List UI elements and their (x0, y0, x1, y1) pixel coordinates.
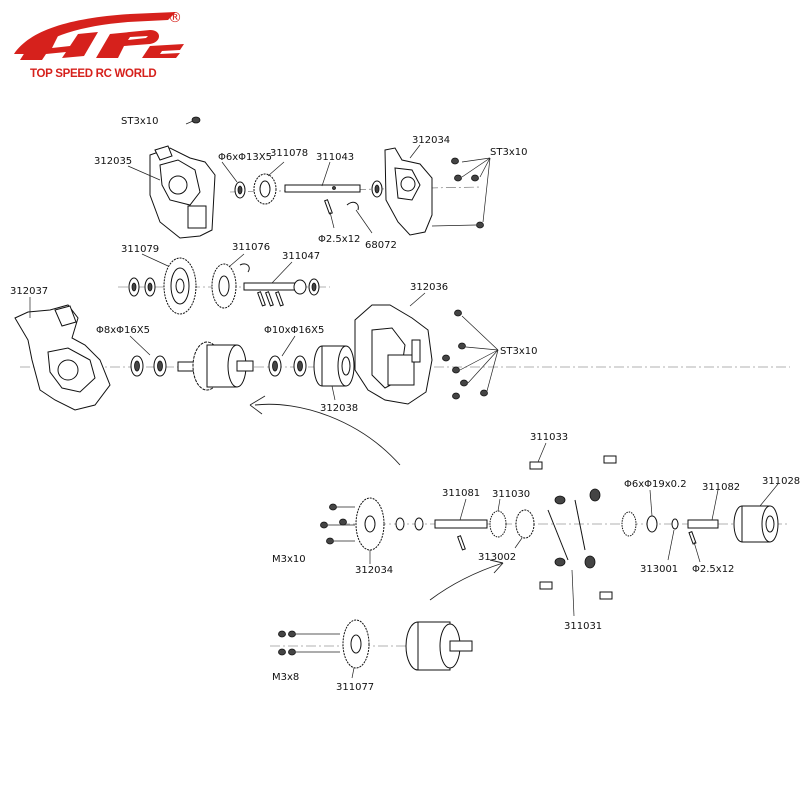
shaft-311082 (687, 519, 719, 545)
bearing-10x16x5 (268, 355, 307, 377)
label-6x13x5: Φ6xΦ13X5 (218, 152, 272, 163)
shaft-311081 (434, 519, 488, 551)
label-311077: 311077 (336, 682, 374, 693)
label-10x16x5: Φ10xΦ16X5 (264, 325, 324, 336)
shaft-311043 (284, 184, 361, 193)
label-68072: 68072 (365, 240, 397, 251)
bearing-8x16x5 (130, 355, 167, 377)
diff-cover-312034 (355, 497, 385, 551)
gearbox-right-half-312034 (384, 147, 433, 236)
registered-mark: ® (168, 10, 182, 26)
screws-st3x10-right-top (431, 157, 491, 229)
clip-middle (239, 263, 250, 273)
screws-m3x10 (320, 503, 355, 545)
label-312034-top: 312034 (412, 135, 450, 146)
arrow-diff-to-main (254, 403, 401, 466)
block-311033-top-left (529, 461, 543, 470)
diff-case-bottom (405, 621, 473, 671)
label-311079: 311079 (121, 244, 159, 255)
label-312034-bottom: 312034 (355, 565, 393, 576)
washer-313001 (671, 518, 679, 530)
label-313002: 313002 (478, 552, 516, 563)
brand-tagline: TOP SPEED RC WORLD (30, 68, 157, 80)
brand-logo: ® (14, 10, 184, 60)
label-st3x10-right-top: ST3x10 (490, 147, 527, 158)
label-311047: 311047 (282, 251, 320, 262)
arrow-bottom-to-diff (429, 562, 504, 601)
screw-st3x10-top (185, 116, 201, 125)
label-313001: 313001 (640, 564, 678, 575)
label-311078: 311078 (270, 148, 308, 159)
label-312036: 312036 (410, 282, 448, 293)
label-311030: 311030 (492, 489, 530, 500)
cup-312038 (313, 345, 355, 387)
gear-311077 (342, 619, 370, 669)
label-311031: 311031 (564, 621, 602, 632)
label-312037: 312037 (10, 286, 48, 297)
label-312038: 312038 (320, 403, 358, 414)
label-311081: 311081 (442, 488, 480, 499)
screws-st3x10-mid (442, 309, 499, 400)
label-312035: 312035 (94, 156, 132, 167)
label-pin-2.5x12-top: Φ2.5x12 (318, 234, 360, 245)
label-st3x10-top: ST3x10 (121, 116, 158, 127)
label-8x16x5: Φ8xΦ16X5 (96, 325, 150, 336)
arrow-head-main (249, 395, 266, 415)
spider-gears-311031 (529, 455, 617, 600)
label-311043: 311043 (316, 152, 354, 163)
diff-washers (395, 517, 424, 531)
gearbox-cover-312036 (354, 304, 433, 405)
shaft-311047 (243, 278, 320, 307)
bearing-pair-left (128, 277, 156, 297)
gear-311030 (489, 510, 507, 538)
bearing-6x13x5 (234, 181, 246, 199)
arrow-head-diff (489, 559, 504, 574)
label-311028: 311028 (762, 476, 800, 487)
label-st3x10-mid: ST3x10 (500, 346, 537, 357)
output-cup-assembly (177, 341, 254, 391)
gear-311076 (211, 263, 237, 309)
label-m3x10: M3x10 (272, 554, 306, 565)
label-pin-2.5x12-bottom: Φ2.5x12 (692, 564, 734, 575)
gear-311079 (163, 257, 197, 315)
label-311082: 311082 (702, 482, 740, 493)
bearing-top-right (371, 180, 383, 198)
label-washer-6x19: Φ6xΦ19x0.2 (624, 479, 687, 490)
leader-lines (29, 144, 779, 679)
pin-2.5x12-top (324, 199, 333, 215)
label-311076: 311076 (232, 242, 270, 253)
housing-312037 (14, 304, 111, 411)
diff-plate-313002 (515, 509, 535, 539)
label-311033: 311033 (530, 432, 568, 443)
gearbox-left-half-312035 (149, 145, 216, 239)
gear-right-diff (621, 511, 679, 537)
screws-m3x8 (278, 630, 340, 656)
gear-311078 (253, 173, 277, 205)
label-m3x8: M3x8 (272, 672, 299, 683)
clip-68072 (346, 201, 359, 211)
cup-311028 (733, 505, 779, 543)
